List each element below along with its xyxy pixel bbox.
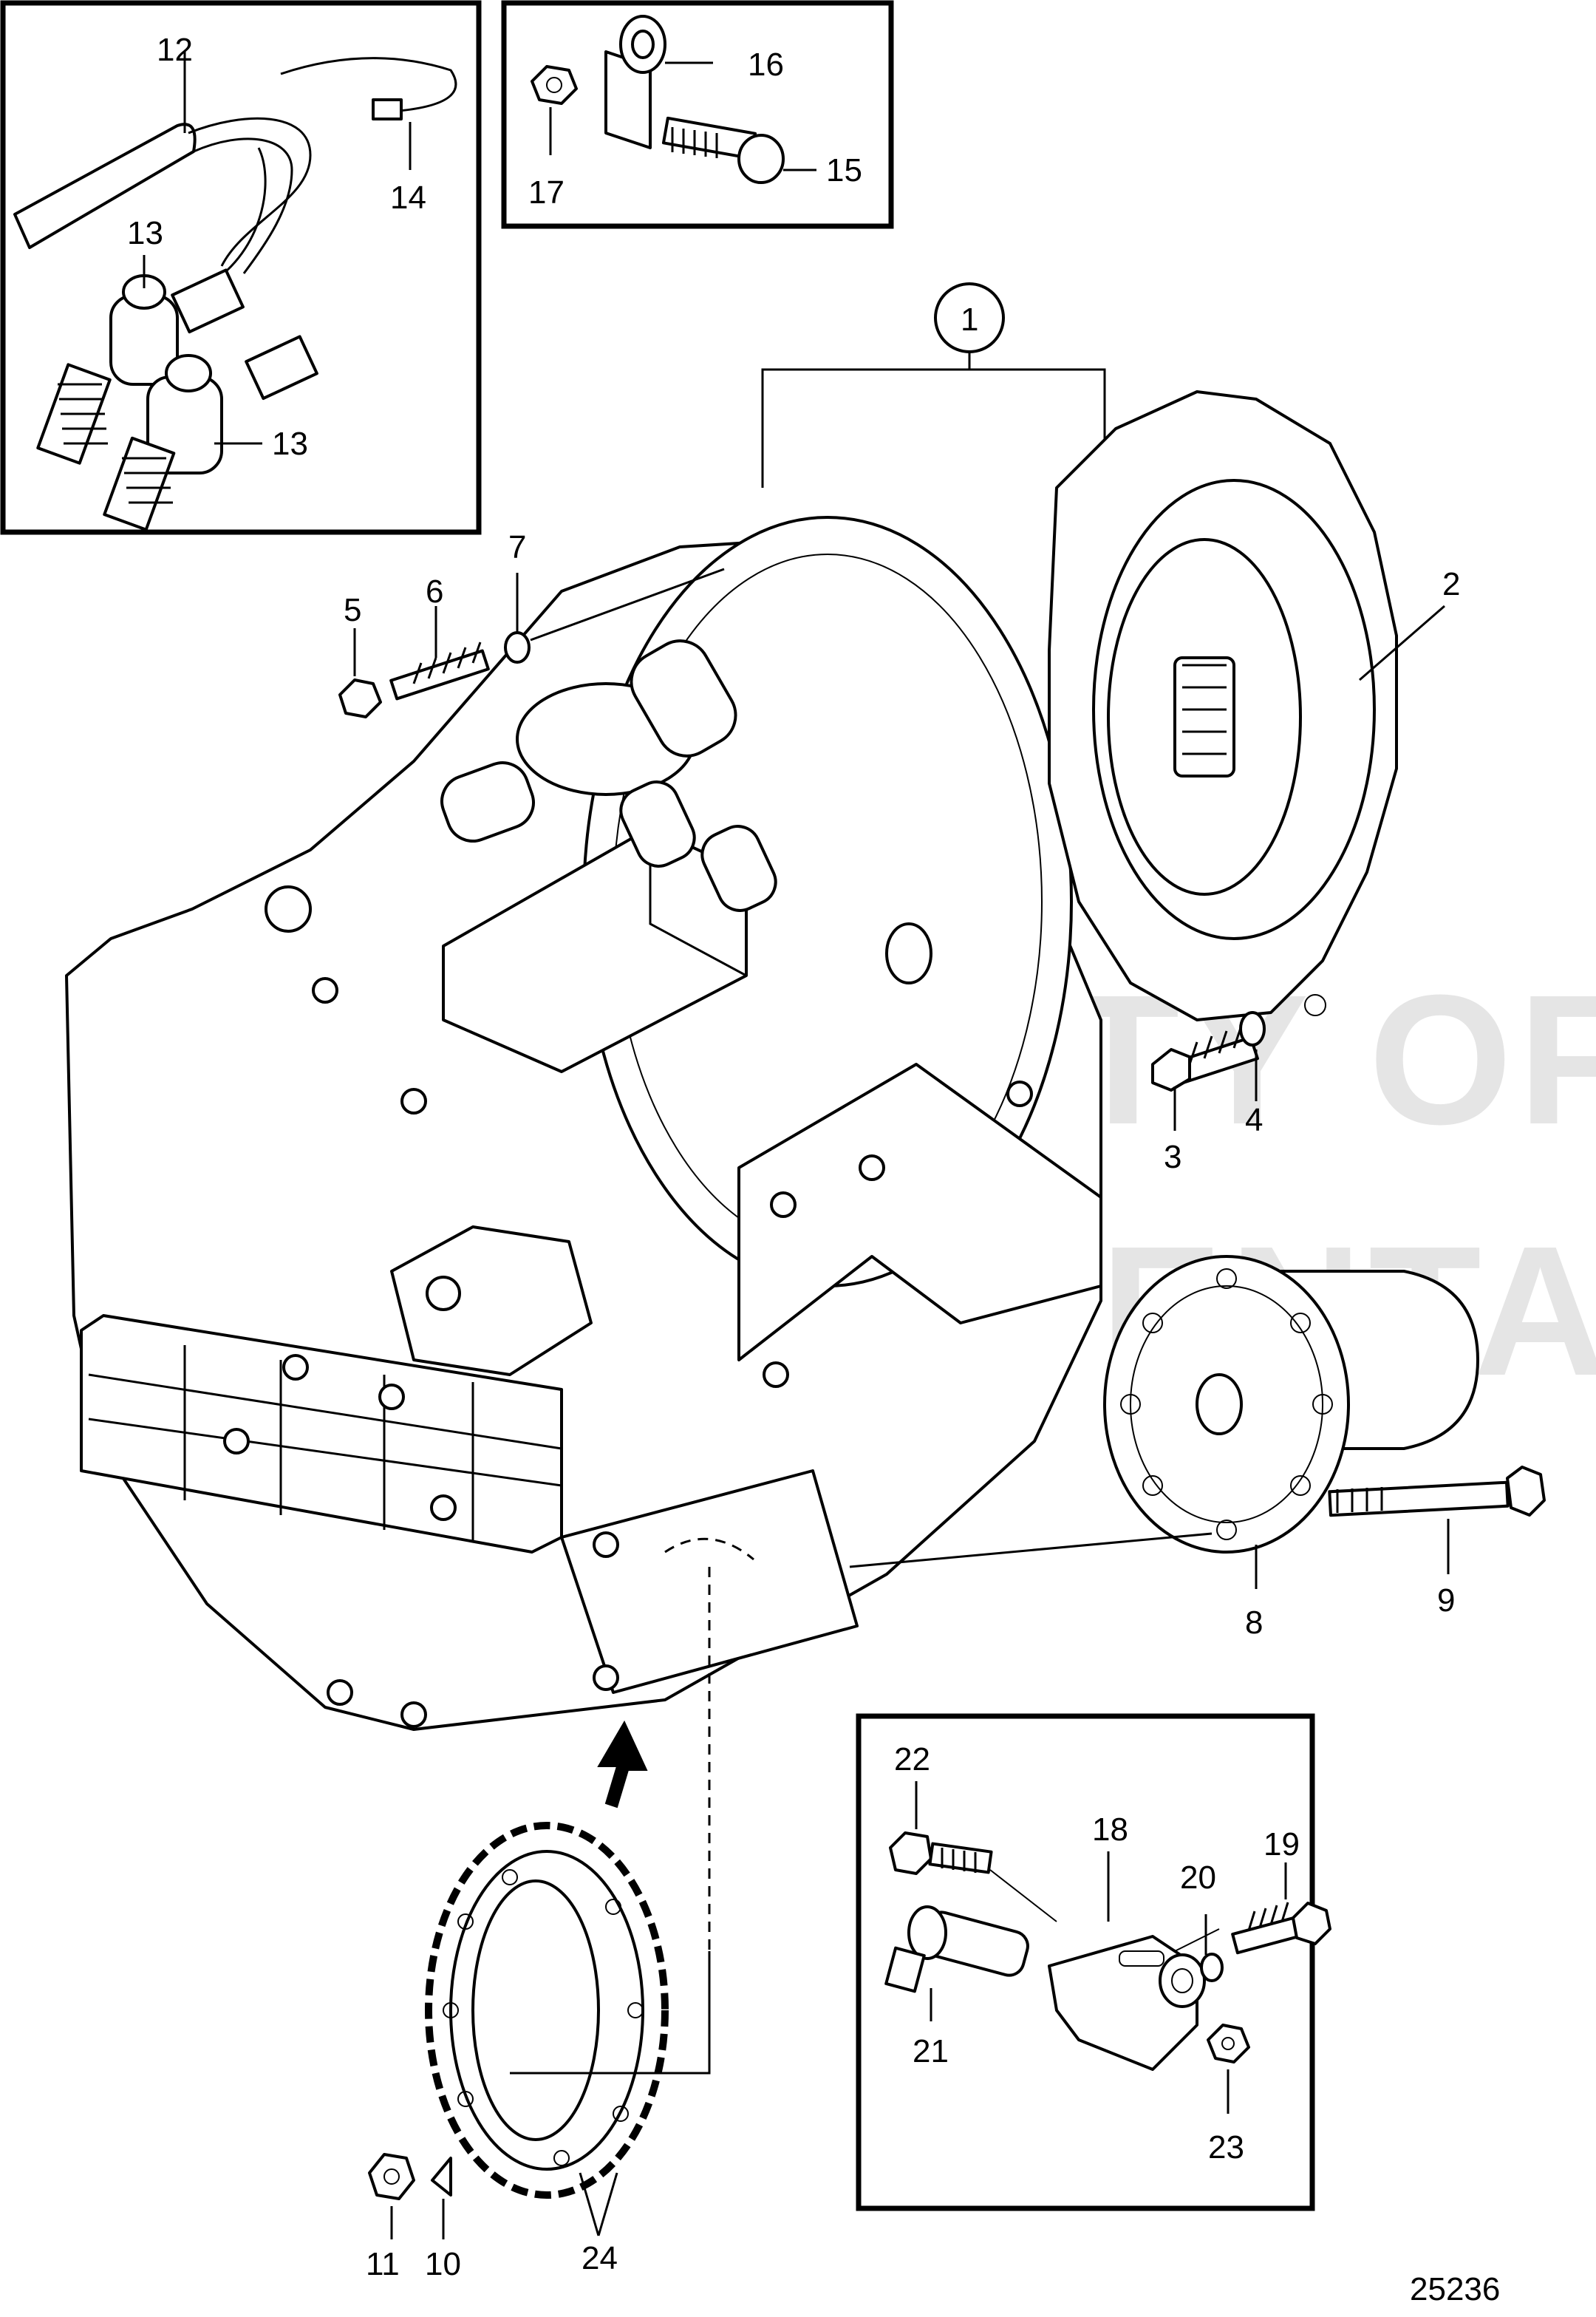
- stud-5-6-7: [338, 568, 725, 718]
- housing-bolts: [223, 977, 1033, 1728]
- callout-13-upper: 13: [127, 215, 163, 251]
- sensor-ring: [425, 1822, 669, 2199]
- output-flange: [1103, 1255, 1479, 1554]
- inset-box-solenoid-valves: [0, 0, 482, 535]
- callout-19: 19: [1264, 1826, 1300, 1862]
- callout-7: 7: [508, 529, 526, 565]
- inset-box-bracket: [501, 0, 894, 229]
- speed-sensor: [884, 1905, 1029, 1993]
- mounting-foot: [737, 1063, 1102, 1361]
- callout-4: 4: [1245, 1102, 1263, 1138]
- long-bolt-9: [1328, 1466, 1546, 1517]
- callout-20: 20: [1180, 1860, 1216, 1896]
- callout-16: 16: [748, 47, 784, 83]
- solenoid-valve-lower: [103, 335, 318, 531]
- callout-21: 21: [913, 2033, 949, 2069]
- direction-arrow: [597, 1720, 648, 1809]
- washer-20: [1200, 1953, 1224, 1982]
- bolt-19: [1231, 1902, 1331, 1955]
- callout-6: 6: [426, 574, 443, 610]
- callout-14: 14: [390, 180, 426, 216]
- solenoid-valve-upper: [36, 268, 245, 465]
- flexible-coupling: [1048, 390, 1398, 1021]
- nut: [531, 65, 578, 105]
- cable-tie: [280, 57, 457, 116]
- inset-solenoid-group: 12 14 13 13: [13, 32, 457, 531]
- callout-13-lower: 13: [272, 426, 308, 462]
- callout-9: 9: [1437, 1582, 1455, 1619]
- inset-bracket-group: 16 15 17: [528, 15, 862, 211]
- callout-8: 8: [1245, 1605, 1263, 1641]
- callout-24: 24: [582, 2240, 618, 2276]
- callout-23: 23: [1208, 2129, 1244, 2165]
- inset-speed-sensor-group: 22 21 18 20 19: [884, 1741, 1331, 2165]
- nut-11: [368, 2153, 415, 2200]
- callout-11: 11: [366, 2246, 400, 2282]
- bolt-15: [661, 116, 785, 184]
- callout-2: 2: [1442, 566, 1460, 602]
- callout-15: 15: [826, 152, 862, 188]
- figure-number: 25236: [1410, 2271, 1500, 2307]
- callout-22: 22: [894, 1741, 930, 1777]
- bolt-3-washer-4: [1151, 1011, 1266, 1131]
- marine-gearbox-assembly: [65, 516, 1102, 1951]
- callout-10: 10: [425, 2246, 461, 2282]
- oil-pump: [390, 1225, 593, 1376]
- sensor-bracket: [1048, 1935, 1206, 2071]
- bolt-22: [889, 1831, 993, 1875]
- callout-5: 5: [344, 592, 361, 628]
- lock-washer-10: [431, 2157, 452, 2197]
- callout-3: 3: [1164, 1139, 1181, 1175]
- callout-18: 18: [1092, 1811, 1128, 1848]
- callout-1: 1: [961, 302, 978, 338]
- callout-17: 17: [528, 174, 565, 211]
- nut-23: [1207, 2024, 1250, 2063]
- cable-harness: [13, 123, 197, 249]
- callout-12: 12: [157, 32, 193, 68]
- inset-box-speed-sensor: [856, 1713, 1315, 2211]
